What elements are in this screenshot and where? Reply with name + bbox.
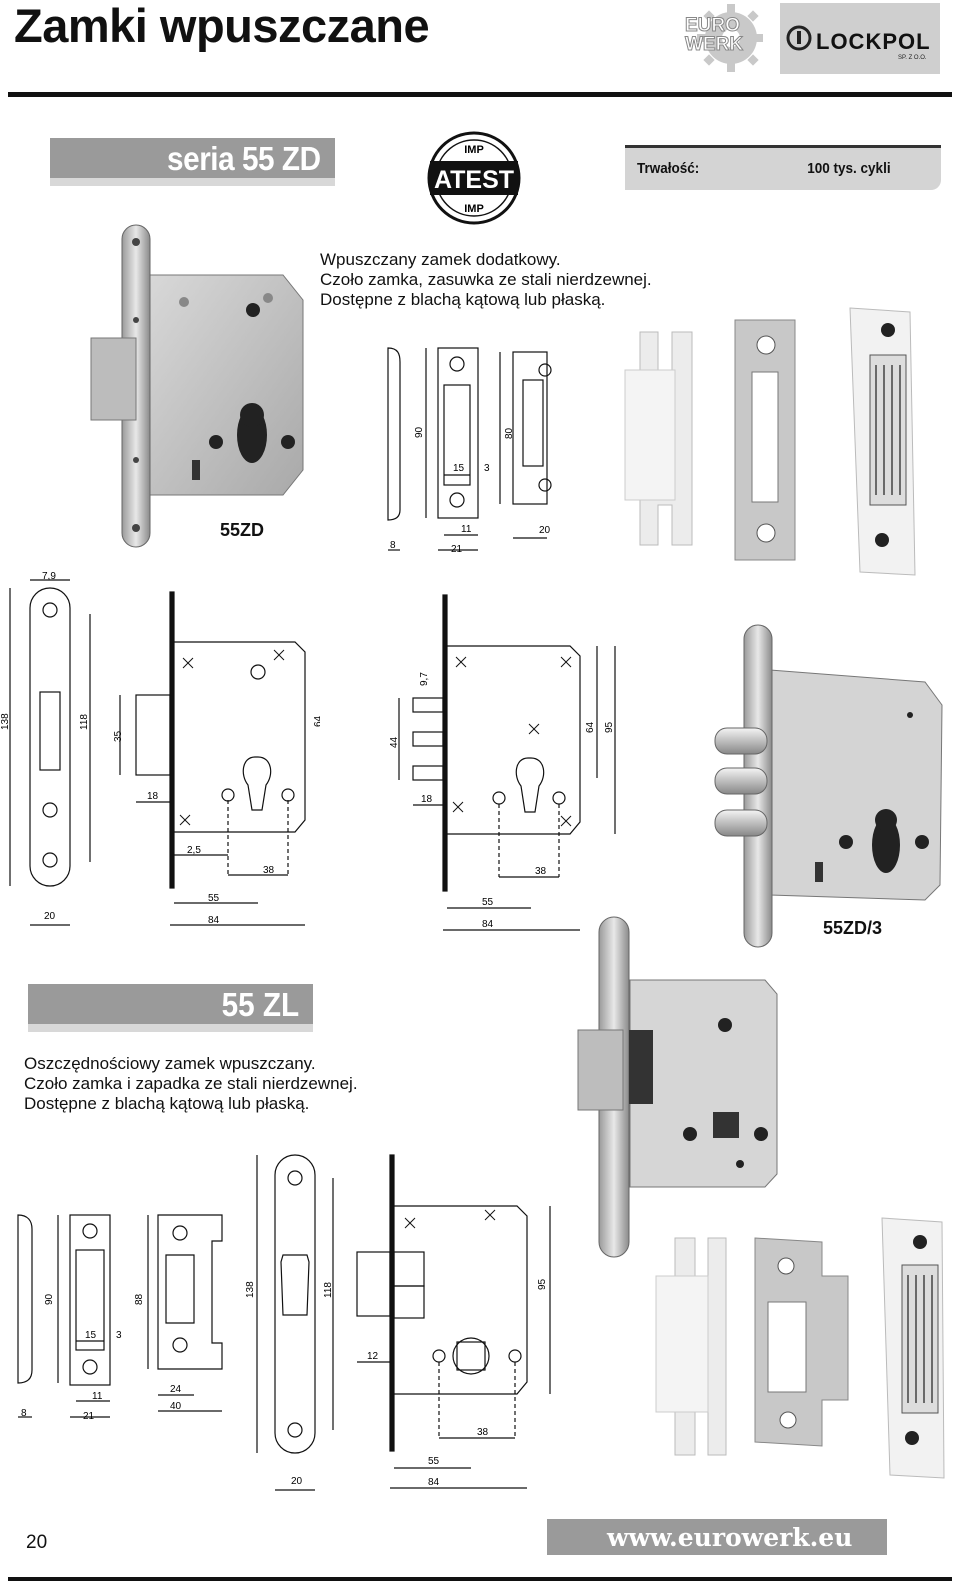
lock-55zl-photo bbox=[577, 916, 778, 1258]
eurowerk-logo: EURO WERK bbox=[685, 4, 763, 72]
dim-label: 3 bbox=[116, 1330, 122, 1341]
header-rule bbox=[8, 92, 952, 97]
model-55zd3-label: 55ZD/3 bbox=[823, 918, 883, 938]
dim-label: 44 bbox=[389, 736, 400, 748]
description-line: Dostępne z blachą kątową lub płaską. bbox=[320, 290, 606, 309]
durability-value: 100 tys. cykli bbox=[807, 160, 891, 177]
atest-top-text: IMP bbox=[464, 144, 484, 156]
durability-box: Trwałość: 100 tys. cykli bbox=[625, 145, 941, 190]
lock-55zd3-photo bbox=[714, 624, 943, 948]
dim-label: 2,5 bbox=[187, 845, 201, 856]
dim-label: 138 bbox=[0, 713, 11, 730]
description-line: Czoło zamka i zapadka ze stali nierdzewn… bbox=[24, 1074, 358, 1093]
lockpol-logo: LOCKPOL SP. Z O.O. bbox=[780, 3, 940, 74]
eurowerk-logo-text-1: EURO bbox=[685, 15, 740, 36]
dim-label: 64 bbox=[585, 721, 596, 733]
dim-label: 55 bbox=[482, 897, 494, 908]
atest-main-text: ATEST bbox=[434, 166, 514, 194]
dim-label: 118 bbox=[323, 1282, 334, 1298]
series-zl-label-bar: 55 ZL bbox=[28, 984, 313, 1032]
dim-label: 15 bbox=[85, 1330, 97, 1341]
model-55zd-label: 55ZD bbox=[220, 520, 265, 540]
dim-label: 9,7 bbox=[419, 672, 430, 686]
zl-strike-photos bbox=[655, 1217, 945, 1479]
series-zl-label: 55 ZL bbox=[221, 986, 299, 1023]
dim-label: 7,9 bbox=[42, 571, 56, 582]
eurowerk-logo-text-2: WERK bbox=[685, 34, 743, 55]
dim-label: 20 bbox=[44, 911, 56, 922]
dim-label: 38 bbox=[263, 865, 275, 876]
dim-label: 95 bbox=[537, 1278, 548, 1290]
dim-label: 90 bbox=[414, 426, 425, 438]
dim-label: 90 bbox=[44, 1293, 55, 1305]
dim-label: 18 bbox=[421, 794, 433, 805]
durability-label: Trwałość: bbox=[637, 160, 700, 177]
dim-label: 8 bbox=[21, 1408, 27, 1419]
zl-technical-drawing: 138 118 95 12 38 55 84 20 bbox=[245, 1154, 551, 1491]
dim-label: 3 bbox=[484, 463, 490, 474]
dim-label: 11 bbox=[92, 1391, 103, 1402]
dim-label: 12 bbox=[367, 1351, 379, 1362]
page-number: 20 bbox=[26, 1532, 48, 1553]
zd-strike-photos bbox=[624, 307, 916, 576]
dim-label: 138 bbox=[245, 1281, 256, 1298]
description-line: Wpuszczany zamek dodatkowy. bbox=[320, 250, 561, 269]
description-line: Oszczędnościowy zamek wpuszczany. bbox=[24, 1054, 316, 1073]
footer-rule bbox=[8, 1577, 952, 1581]
dim-label: 95 bbox=[604, 721, 615, 733]
dim-label: 84 bbox=[428, 1477, 440, 1488]
atest-bottom-text: IMP bbox=[464, 203, 484, 215]
dim-label: 40 bbox=[170, 1401, 182, 1412]
lockpol-logo-text: LOCKPOL bbox=[816, 29, 931, 54]
lock-55zd-photo bbox=[90, 224, 304, 548]
series-zd-description: Wpuszczany zamek dodatkowy. Czoło zamka,… bbox=[320, 250, 652, 310]
series-zd-label-bar: seria 55 ZD bbox=[50, 138, 335, 186]
atest-seal: IMP ATEST IMP bbox=[427, 131, 521, 225]
dim-label: 21 bbox=[83, 1411, 95, 1422]
dim-label: 88 bbox=[134, 1293, 145, 1305]
dim-label: 80 bbox=[504, 427, 515, 439]
dim-label: 84 bbox=[482, 919, 494, 930]
description-line: Czoło zamka, zasuwka ze stali nierdzewne… bbox=[320, 270, 652, 289]
dim-label: 11 bbox=[461, 524, 472, 535]
series-zd-label: seria 55 ZD bbox=[167, 140, 321, 177]
dim-label: 118 bbox=[79, 714, 90, 730]
zl-strike-drawing: 90 88 15 3 8 11 21 24 40 bbox=[17, 1214, 223, 1422]
description-line: Dostępne z blachą kątową lub płaską. bbox=[24, 1094, 310, 1113]
series-zl-description: Oszczędnościowy zamek wpuszczany. Czoło … bbox=[24, 1054, 358, 1114]
dim-label: 84 bbox=[208, 915, 220, 926]
zd-technical-drawing: 7,9 138 118 35 64 95 18 2,5 38 55 84 20 bbox=[0, 571, 320, 926]
dim-label: 38 bbox=[535, 866, 547, 877]
dim-label: 38 bbox=[477, 1427, 489, 1438]
dim-label: 24 bbox=[170, 1384, 182, 1395]
website-bar: www.eurowerk.eu bbox=[547, 1519, 887, 1555]
dim-label: 55 bbox=[428, 1456, 440, 1467]
dim-label: 35 bbox=[113, 730, 124, 742]
lockpol-key-icon bbox=[786, 25, 812, 51]
dim-label: 15 bbox=[453, 463, 465, 474]
zd3-technical-drawing: 9,7 44 64 95 18 38 55 84 bbox=[389, 594, 616, 931]
dim-label: 20 bbox=[539, 525, 551, 536]
dim-label: 21 bbox=[451, 544, 463, 555]
dim-label: 18 bbox=[147, 791, 159, 802]
dim-label: 8 bbox=[390, 540, 396, 551]
lockpol-logo-sub: SP. Z O.O. bbox=[898, 55, 927, 61]
dim-label: 20 bbox=[291, 1476, 303, 1487]
page-title: Zamki wpuszczane bbox=[14, 0, 430, 52]
dim-label: 55 bbox=[208, 893, 220, 904]
zd-strike-drawing: 90 80 15 3 8 11 21 20 bbox=[387, 347, 552, 555]
website-link[interactable]: www.eurowerk.eu bbox=[607, 1523, 853, 1552]
dim-label: 64 bbox=[313, 715, 320, 727]
